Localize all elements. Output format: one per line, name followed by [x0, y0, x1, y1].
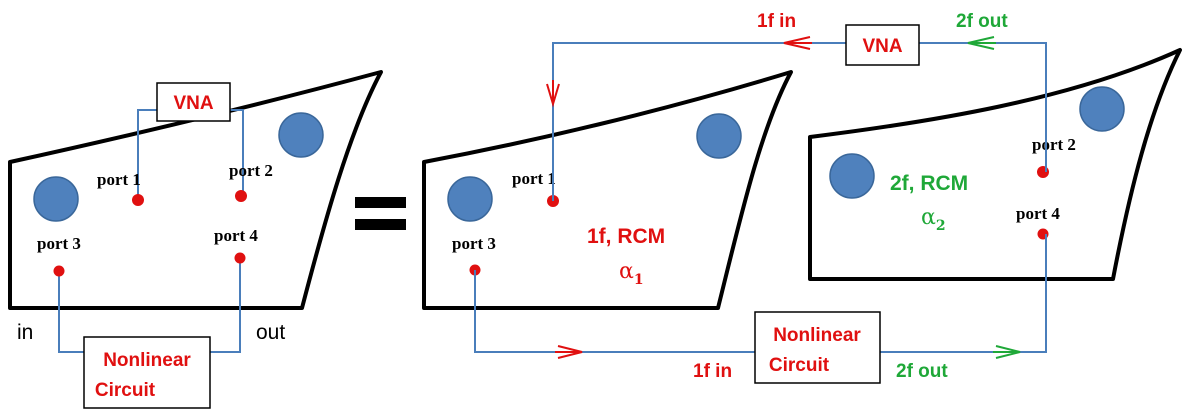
right-top-in-label: 1f in	[757, 11, 796, 32]
left-port3-label: port 3	[37, 234, 81, 253]
left-wire-port3	[58, 271, 84, 353]
left-port1-label: port 1	[97, 170, 141, 189]
right-wiring: VNA Nonlinear Circuit 1f in 2f out 1f in…	[474, 11, 1047, 384]
right-vna-box	[845, 24, 920, 66]
left-out-label: out	[256, 321, 285, 344]
right1-alpha-symbol: α	[619, 259, 634, 284]
left-port2-dot	[235, 190, 247, 202]
right-wire-bottom-out	[880, 234, 1047, 353]
right-bottom-in-label: 1f in	[693, 361, 732, 382]
left-vna-box	[156, 82, 231, 122]
right2-alpha-label: α2	[921, 205, 946, 234]
left-nonlinear-box	[83, 336, 211, 409]
right-cavity-2f: port 2 port 4 2f, RCM α2	[808, 48, 1182, 281]
right1-port1-label: port 1	[512, 169, 556, 188]
left-nonlinear-line1: Nonlinear	[103, 350, 191, 371]
right-cavity-1f: port 1 port 3 1f, RCM α1	[422, 70, 793, 310]
left-nonlinear-line2: Circuit	[95, 380, 156, 401]
right1-alpha-sub: 1	[634, 272, 644, 288]
left-port2-label: port 2	[229, 161, 273, 180]
right1-sphere-top	[696, 113, 742, 159]
left-in-label: in	[17, 321, 33, 344]
left-port4-label: port 4	[214, 226, 258, 245]
left-port4-dot	[234, 252, 246, 264]
left-port1-dot	[132, 194, 144, 206]
left-wire-port1	[137, 109, 157, 199]
right2-port2-label: port 2	[1032, 135, 1076, 154]
right-nonlinear-line1: Nonlinear	[773, 325, 861, 346]
right2-sphere-top	[1079, 86, 1125, 132]
right-vna-label: VNA	[862, 36, 902, 57]
right2-alpha-symbol: α	[921, 205, 936, 230]
left-sphere-top	[278, 112, 324, 158]
equals-bar-top	[355, 197, 406, 208]
left-port3-dot	[53, 265, 65, 277]
right2-sphere-left	[829, 153, 875, 199]
right1-sphere-left	[447, 176, 493, 222]
right2-port2-dot	[1037, 166, 1049, 178]
left-cavity: port 1 port 2 port 3 port 4 VNA Nonlinea…	[8, 70, 383, 409]
right2-port4-label: port 4	[1016, 204, 1060, 223]
left-vna-label: VNA	[173, 93, 213, 114]
right-wire-top-out	[919, 42, 1047, 172]
left-sphere-left	[33, 176, 79, 222]
right-bottom-out-label: 2f out	[896, 361, 948, 382]
left-wire-port4	[210, 258, 241, 353]
right-top-out-label: 2f out	[956, 11, 1008, 32]
right2-alpha-sub: 2	[936, 218, 946, 234]
right-nonlinear-line2: Circuit	[769, 355, 830, 376]
right-wire-bottom-in	[474, 270, 755, 353]
right1-port3-label: port 3	[452, 234, 496, 253]
right1-alpha-label: α1	[619, 259, 644, 288]
right-wire-top-in	[552, 42, 846, 201]
right1-rcm-label: 1f, RCM	[587, 225, 665, 248]
right-nonlinear-box	[754, 311, 881, 384]
equals-sign	[355, 197, 406, 230]
equals-bar-bottom	[355, 219, 406, 230]
left-wire-port2	[230, 109, 244, 195]
right2-rcm-label: 2f, RCM	[890, 172, 968, 195]
